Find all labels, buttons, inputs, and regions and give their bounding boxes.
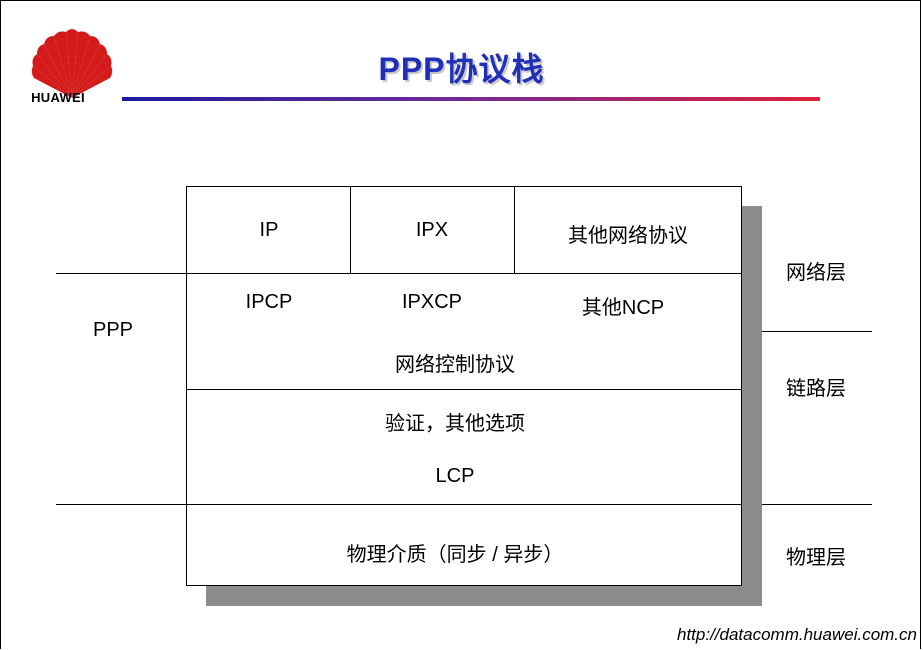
physical-layer-label: 物理层 bbox=[786, 547, 846, 569]
huawei-logo-icon bbox=[31, 29, 113, 98]
ncp-label: 网络控制协议 bbox=[395, 354, 515, 376]
row-divider-network bbox=[187, 273, 741, 274]
protocol-ip: IP bbox=[259, 219, 279, 241]
protocol-other-network: 其他网络协议 bbox=[568, 225, 688, 247]
footer-url: http://datacomm.huawei.com.cn bbox=[676, 625, 917, 644]
physical-medium: 物理介质（同步 / 异步） bbox=[346, 544, 564, 566]
row-divider-ncp bbox=[187, 389, 741, 390]
protocol-ipx: IPX bbox=[415, 219, 449, 241]
link-layer-label: 链路层 bbox=[786, 378, 846, 400]
network-layer-label: 网络层 bbox=[786, 262, 846, 284]
link-divider-right bbox=[742, 331, 872, 332]
ncp-ipcp: IPCP bbox=[245, 291, 293, 313]
lcp-options: 验证，其他选项 bbox=[385, 413, 525, 435]
ncp-ipxcp: IPXCP bbox=[401, 291, 463, 313]
col-divider-2 bbox=[514, 187, 515, 274]
ncp-other: 其他NCP bbox=[581, 297, 665, 319]
page-title: PPP协议栈 bbox=[378, 51, 545, 87]
col-divider-1 bbox=[350, 187, 351, 274]
row-divider-lcp bbox=[187, 504, 741, 505]
ppp-label: PPP bbox=[92, 319, 134, 341]
protocol-stack-box: IP IPX 其他网络协议 IPCP IPXCP 其他NCP 网络控制协议 验证… bbox=[186, 186, 742, 586]
title-underline bbox=[122, 97, 820, 101]
lcp-label: LCP bbox=[435, 465, 475, 487]
network-divider-left bbox=[56, 273, 186, 274]
logo-text: HUAWEI bbox=[31, 90, 85, 105]
physical-divider-left bbox=[56, 504, 186, 505]
physical-divider-right bbox=[762, 504, 872, 505]
